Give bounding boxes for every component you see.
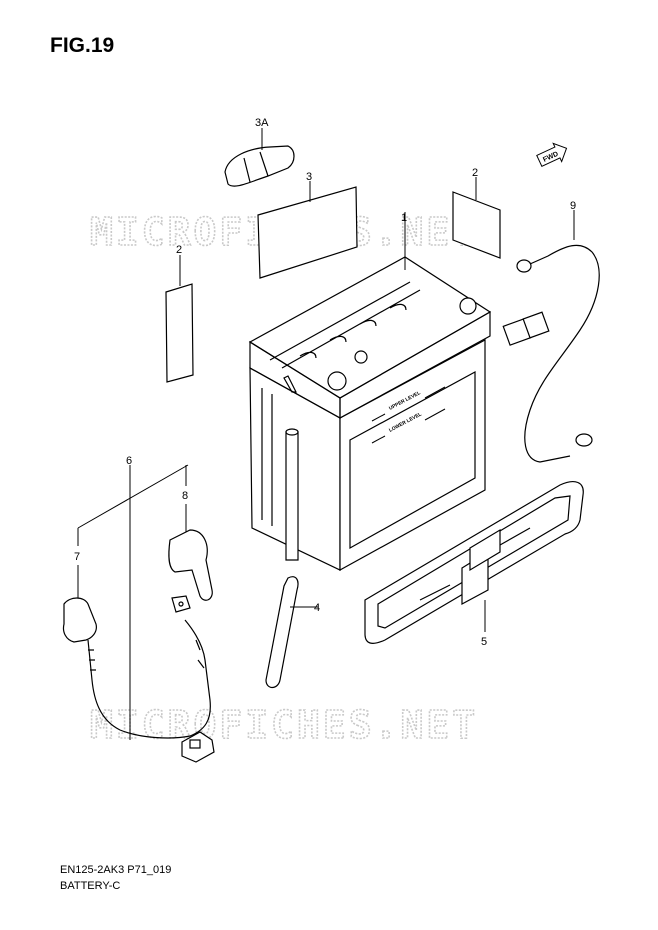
figure-code: EN125-2AK3 P71_019 xyxy=(60,864,172,876)
part-6-harness xyxy=(62,464,215,763)
callout-3a: 3A xyxy=(255,117,269,129)
part-5-holder-band xyxy=(364,481,584,644)
battery-body: UPPER LEVEL LOWER LEVEL xyxy=(248,212,492,572)
figure-title: FIG.19 xyxy=(50,34,115,57)
part-2-right-pad xyxy=(452,177,501,259)
callout-9: 9 xyxy=(570,200,576,212)
callout-1: 1 xyxy=(401,212,407,224)
callout-2-left: 2 xyxy=(176,244,182,256)
watermark-bottom: MICROFICHES.NET xyxy=(90,703,478,747)
callout-2-right: 2 xyxy=(472,167,478,179)
callout-6: 6 xyxy=(126,455,132,467)
callout-8: 8 xyxy=(182,490,188,502)
part-9-lead-wire xyxy=(502,210,600,463)
fwd-arrow-icon: FWD xyxy=(536,142,568,168)
part-3-pad xyxy=(257,181,358,279)
figure-name: BATTERY-C xyxy=(60,880,121,892)
callout-5: 5 xyxy=(481,636,487,648)
part-4-hose xyxy=(265,428,318,689)
part-3a-clamp xyxy=(224,128,295,187)
callout-7: 7 xyxy=(74,551,80,563)
callout-4: 4 xyxy=(314,602,320,614)
part-2-left-pad xyxy=(165,255,194,383)
callout-3: 3 xyxy=(306,171,312,183)
